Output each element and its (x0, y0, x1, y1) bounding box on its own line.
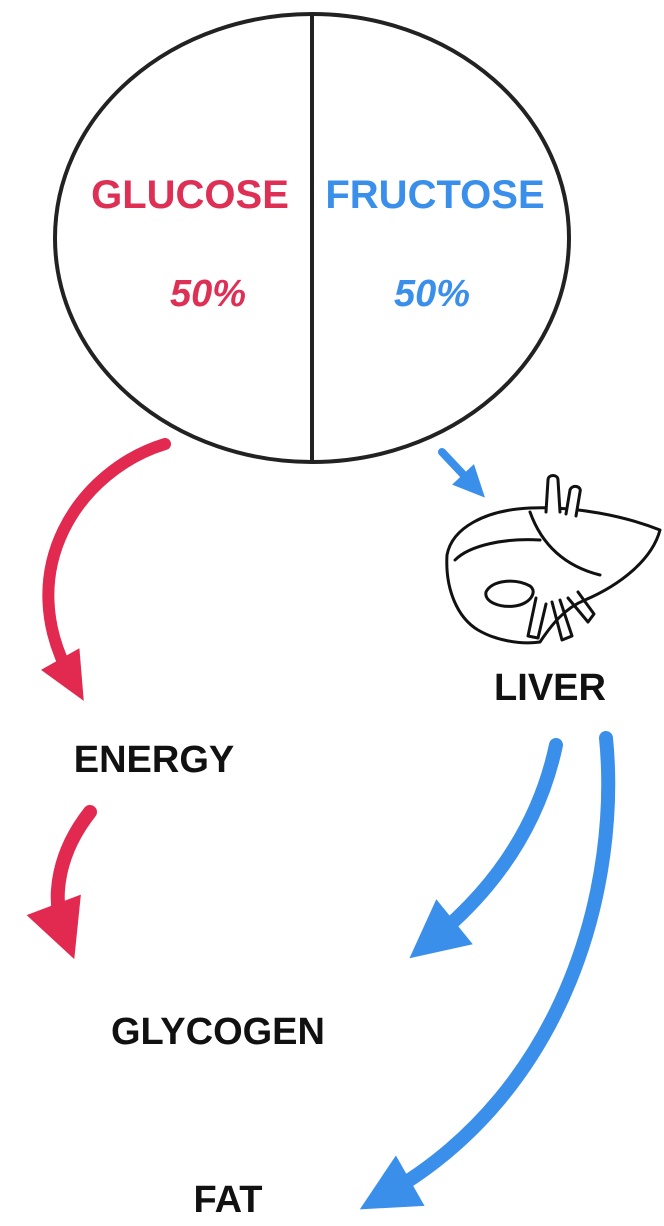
liver-to-fat-arrow (359, 731, 616, 1210)
glucose-to-energy-arrow (41, 438, 171, 701)
glucose-percent: 50% (170, 273, 246, 315)
fat-label: FAT (194, 1179, 263, 1221)
fructose-label: FRUCTOSE (325, 173, 544, 217)
energy-label: ENERGY (74, 739, 234, 781)
glycogen-label: GLYCOGEN (111, 1011, 325, 1053)
glucose-label: GLUCOSE (91, 173, 289, 217)
energy-to-glycogen-arrow (26, 805, 97, 960)
liver-to-glycogen-arrow (409, 738, 563, 959)
sugar-circle (53, 12, 571, 464)
fructose-to-liver-arrow (438, 448, 485, 498)
liver-icon (445, 474, 662, 645)
liver-label: LIVER (494, 667, 606, 709)
fructose-percent: 50% (394, 273, 470, 315)
